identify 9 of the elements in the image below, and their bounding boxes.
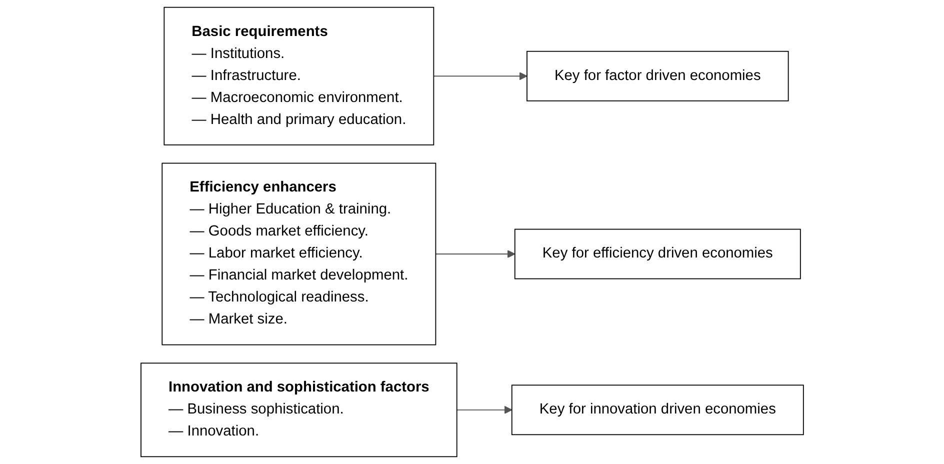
arrow [433,72,528,80]
arrow [456,406,512,414]
node-box: Efficiency enhancers — Higher Education & training. — Goods market efficiency. — Labor market efficiency. — Financial market development. — Technological readiness. — Market size. [161,162,436,346]
node-box: Key for innovation driven economies [511,384,804,436]
node-box: Basic requirements — Institutions. — Infrastructure. — Macroeconomic environment. — Health and primary education. [164,6,434,146]
node-box: Key for factor driven economies [526,50,789,102]
node-box: Key for efficiency driven economies [514,228,801,280]
node-box: Innovation and sophistication factors — Business sophistication. — Innovation. [140,362,458,458]
arrow [435,250,516,258]
